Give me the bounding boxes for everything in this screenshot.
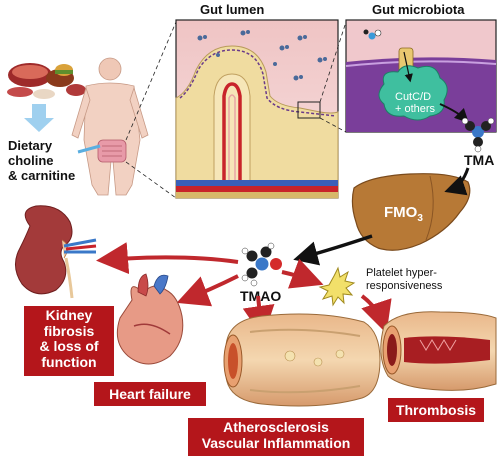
outcome-thrombosis: Thrombosis: [388, 398, 484, 422]
arrow-liver-to-tmao: [293, 234, 373, 266]
arrow-tma-to-liver: [444, 167, 470, 196]
heart-icon: [116, 273, 184, 365]
artery-icon: [223, 313, 381, 407]
molecule-icon: [363, 29, 382, 40]
zoom-lines: [125, 21, 177, 199]
svg-text:FMO3: FMO3: [384, 204, 423, 224]
cutcd-label-line1: CutC/D: [395, 91, 431, 103]
gut-lumen-title: Gut lumen: [200, 2, 264, 17]
arrow-to-heart: [176, 274, 239, 307]
outcome-atherosclerosis: Atherosclerosis Vascular Inflammation: [188, 418, 364, 456]
tmao-molecule-icon: [241, 242, 282, 287]
arrow-to-thrombosis: [360, 294, 392, 334]
cutcd-label-line2: + others: [395, 103, 436, 115]
human-body-icon: [71, 57, 149, 196]
athero-label-line2: Vascular Inflammation: [201, 434, 351, 451]
kidney-outcome-line4: function: [41, 354, 97, 371]
diet-label-line2: choline: [8, 153, 54, 168]
arrow-substrate: [403, 51, 413, 83]
tma-molecule-icon: [461, 117, 495, 153]
tmao-label: TMAO: [240, 288, 281, 304]
thrombosis-label: Thrombosis: [395, 402, 477, 418]
liver-icon: [351, 173, 471, 251]
down-arrow-icon: [24, 104, 54, 132]
athero-label-line1: Atherosclerosis: [223, 419, 329, 435]
intestine-icon: [175, 19, 339, 199]
fmo3-subscript: 3: [417, 213, 423, 224]
kidney-outcome-line1: Kidney: [45, 307, 93, 323]
zoom-lines-2: [319, 21, 347, 133]
outcome-kidney: Kidney fibrosis & loss of function: [24, 306, 114, 376]
kidney-icon: [15, 205, 97, 299]
platelet-label-line1: Platelet hyper-: [366, 267, 437, 279]
diet-label-line3: & carnitine: [8, 168, 75, 183]
platelet-icon: [318, 266, 356, 307]
fmo3-label: FMO: [384, 204, 418, 221]
enzyme-icon: [378, 65, 448, 121]
arrow-to-kidney: [96, 242, 239, 275]
lumen-molecules: [197, 30, 327, 81]
heart-failure-label: Heart failure: [109, 386, 191, 402]
arrow-to-platelet: [281, 258, 324, 289]
outcome-heart-failure: Heart failure: [94, 382, 206, 406]
platelet-label-line2: responsiveness: [366, 280, 443, 292]
thrombosis-artery-icon: [380, 311, 497, 391]
pointer-line: [77, 144, 101, 154]
kidney-outcome-line2: fibrosis: [43, 322, 95, 339]
diet-label-line1: Dietary: [8, 138, 53, 153]
tma-label: TMA: [464, 152, 494, 168]
food-icon: [7, 63, 86, 99]
gut-microbiota-title: Gut microbiota: [372, 2, 465, 17]
kidney-outcome-line3: & loss of: [39, 338, 99, 355]
